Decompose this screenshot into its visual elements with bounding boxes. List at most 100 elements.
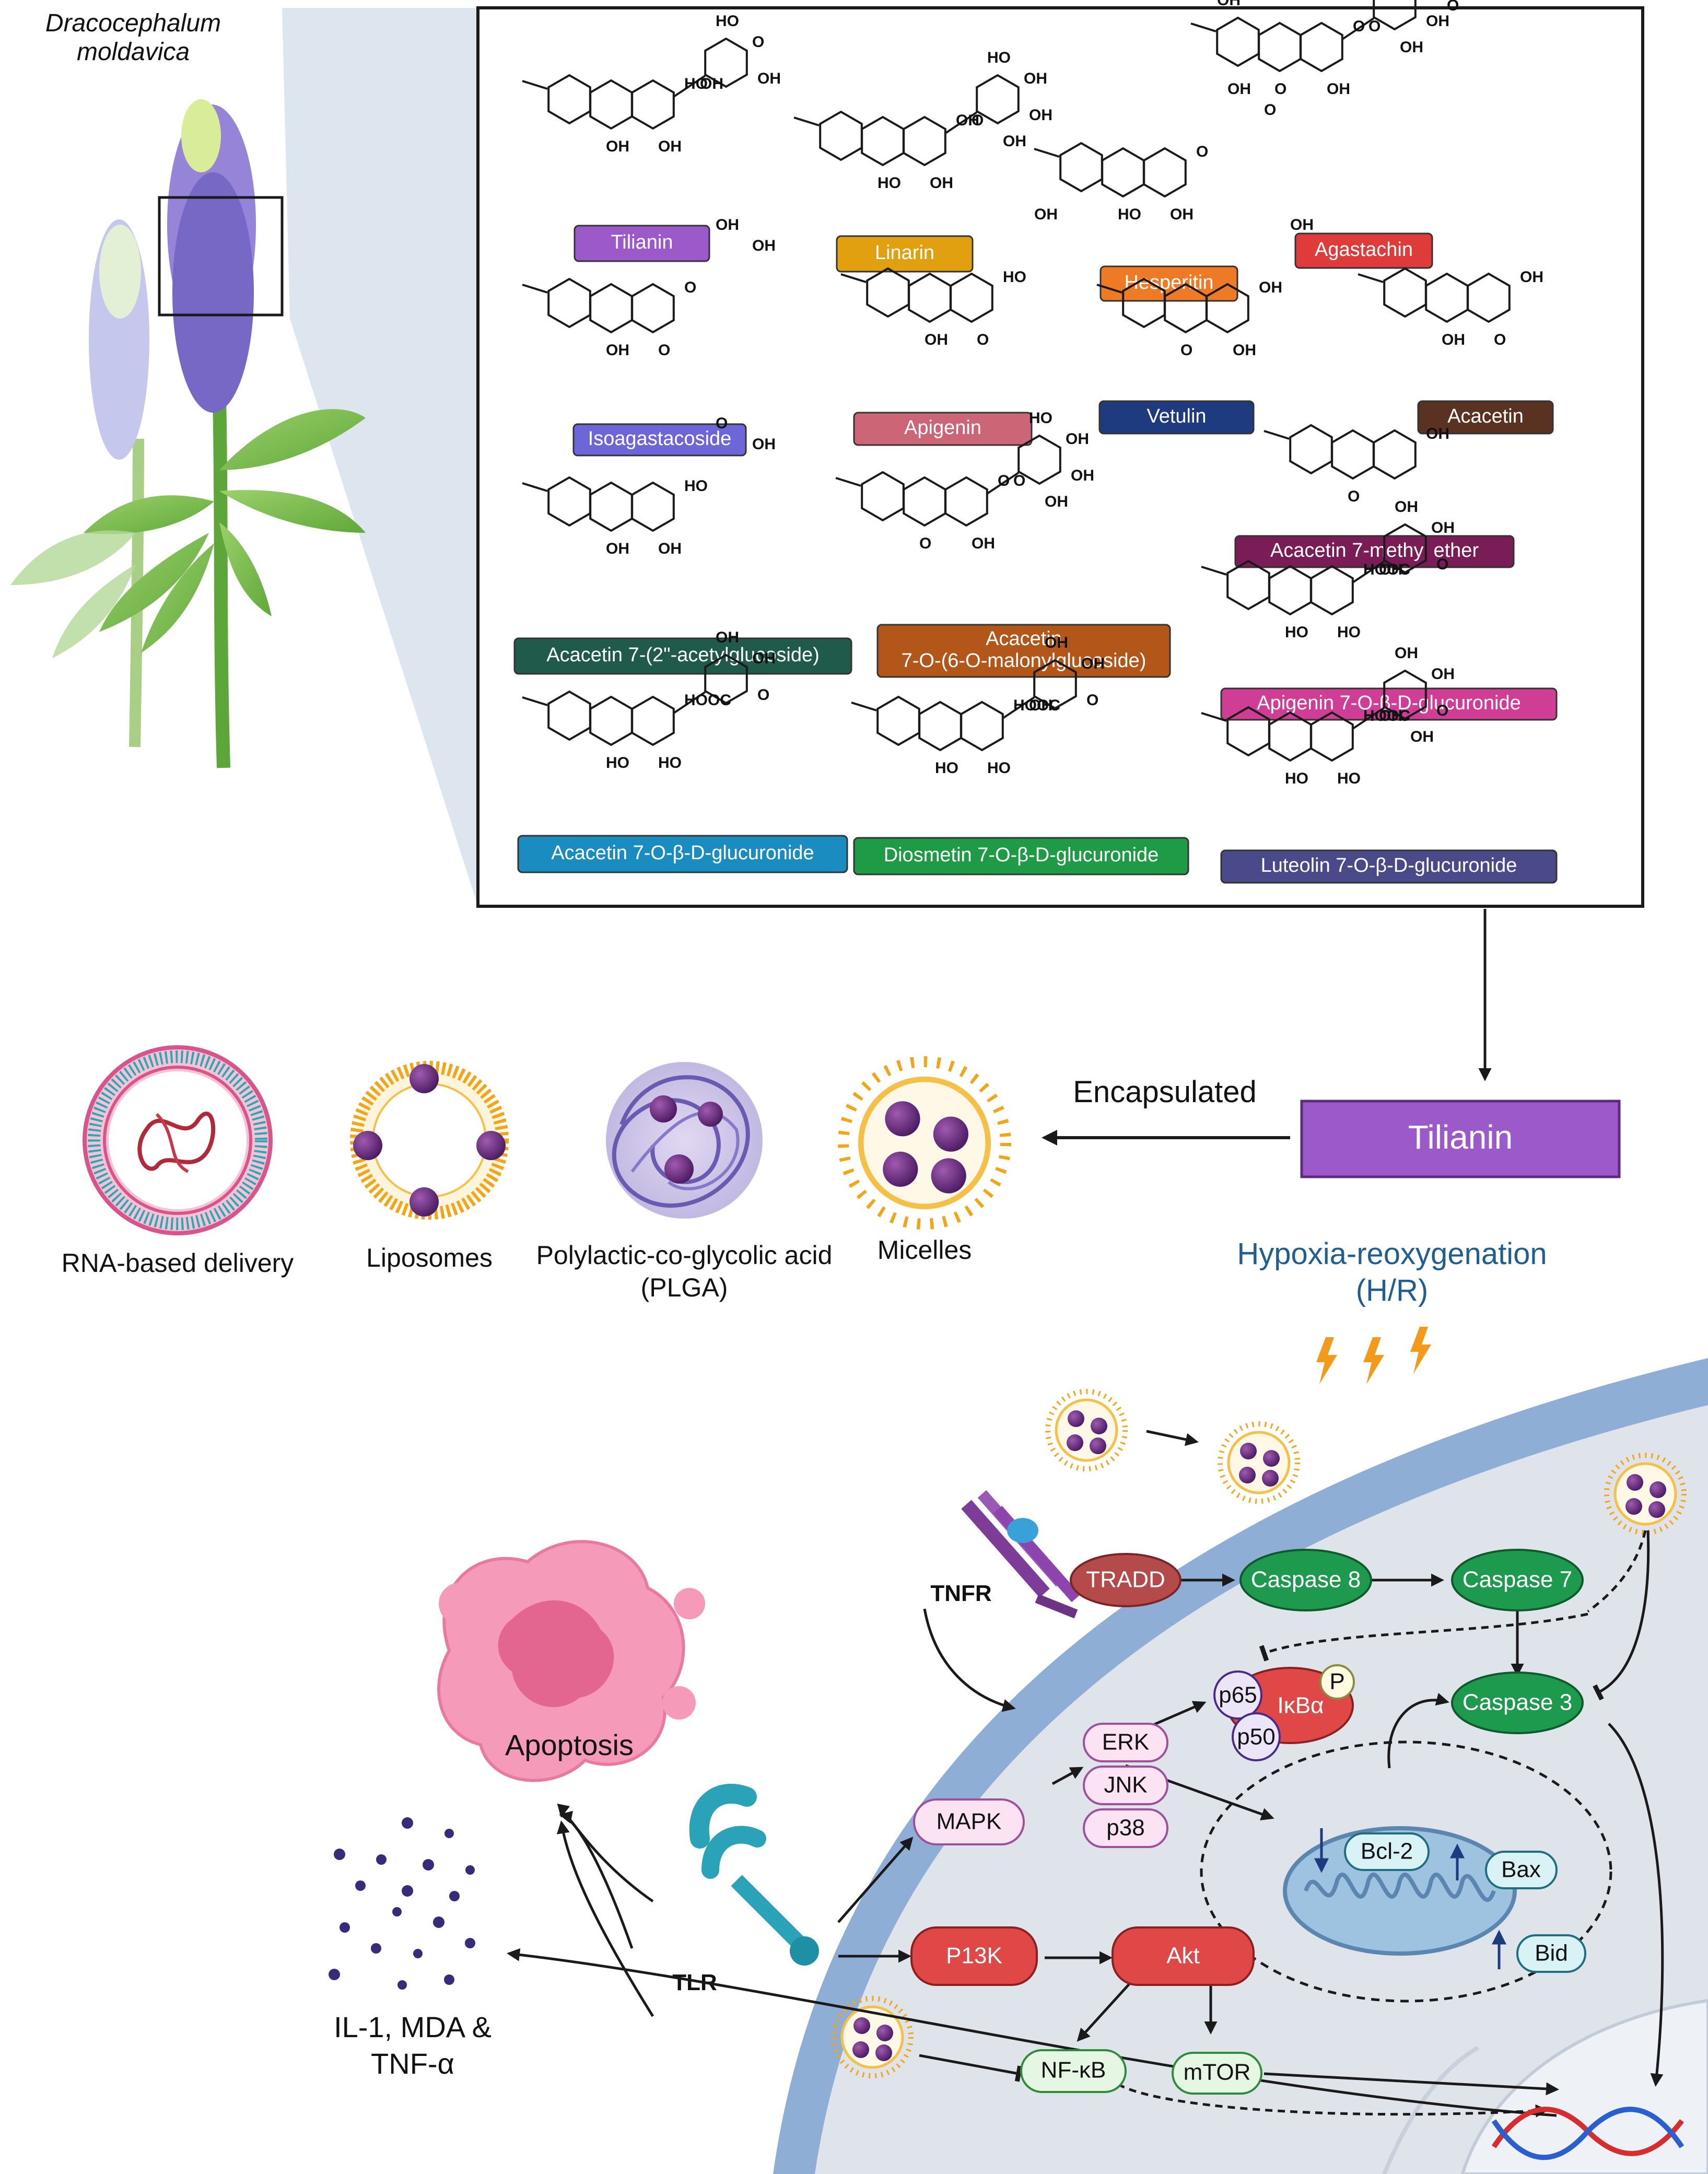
functional-group: HO: [1003, 268, 1026, 286]
functional-group: HO: [1337, 624, 1361, 641]
functional-group: O: [752, 33, 764, 51]
tnfr-label: TNFR: [930, 1581, 991, 1606]
functional-group: OH: [716, 629, 739, 646]
plant-illustration: [10, 8, 478, 906]
sugar-ring: [976, 74, 1020, 125]
functional-group: O: [1447, 0, 1459, 14]
functional-group: HO: [1118, 206, 1141, 223]
functional-group: OH: [1290, 216, 1314, 233]
compound-label-box: [513, 637, 852, 675]
functional-group: OH: [930, 174, 953, 192]
sugar-ring: [1017, 434, 1061, 485]
compound-name: Acacetin 7-O-β-D-glucuronide: [551, 842, 814, 864]
compound-3: OOOHOOHOHOOHOHOHOOHAgastachin: [1190, 0, 1459, 269]
akt-label: Akt: [1166, 1943, 1200, 1969]
functional-group: OH: [757, 70, 781, 87]
functional-group: HO: [684, 477, 708, 495]
functional-group: O: [1086, 692, 1098, 709]
functional-group: OH: [925, 331, 948, 348]
functional-group: O: [1274, 80, 1286, 98]
sugar-ring: [704, 653, 748, 705]
ikba-label: IκBα: [1277, 1693, 1324, 1719]
functional-group: OH: [700, 75, 723, 92]
compound-label-box: [853, 412, 1033, 446]
sugar-ring: [1373, 0, 1417, 31]
ring-2: [631, 695, 675, 746]
compound-name: Acacetin 7-(2"-acetylglucoside): [546, 644, 820, 666]
p65-node: [1213, 1670, 1262, 1720]
functional-group: HO: [1285, 624, 1308, 641]
ring-2: [1310, 565, 1354, 616]
functional-group: OH: [1379, 561, 1402, 578]
compound-label-box: [1294, 232, 1433, 269]
mtor-node: [1172, 2052, 1262, 2095]
ring-2: [631, 481, 675, 532]
compound-label-box: [574, 225, 710, 262]
ring-2: [631, 79, 675, 130]
mapk-label: MAPK: [937, 1809, 1002, 1834]
compound-label-box: [836, 235, 974, 273]
functional-group: OH: [972, 535, 995, 552]
functional-group: O: [1436, 702, 1448, 719]
plga-label-line2: (PLGA): [641, 1273, 728, 1302]
nfkb-label: NF-κB: [1041, 2058, 1106, 2083]
tnfr-receptor-icon: [961, 1490, 1081, 1619]
functional-group: OH: [1217, 0, 1241, 9]
functional-group: OH: [1379, 707, 1402, 724]
erk-label: ERK: [1102, 1729, 1149, 1755]
liposomes-label: Liposomes: [366, 1243, 493, 1272]
functional-group: OH: [658, 138, 682, 155]
functional-group: OH: [1259, 279, 1282, 296]
caspase8-node: [1239, 1549, 1372, 1611]
functional-group: OH: [1081, 655, 1105, 672]
compound-name: Tilianin: [611, 231, 673, 253]
functional-group: O: [977, 331, 989, 348]
compound-name: Acacetin: [986, 628, 1062, 650]
compound-label-box: [853, 837, 1189, 875]
cytokines-label-line2: TNF-α: [371, 2047, 454, 2080]
micelle-fusing: [1220, 1424, 1297, 1501]
functional-group: HOOC: [1363, 561, 1410, 578]
functional-group: OH: [1395, 645, 1418, 662]
bid-label: Bid: [1535, 1941, 1568, 1966]
akt-node: [1112, 1926, 1255, 1986]
functional-group: HO: [935, 759, 958, 777]
functional-group: OH: [1227, 80, 1251, 98]
rna-nanoparticle-icon: [83, 1045, 273, 1235]
tilianin-box: [1300, 1100, 1621, 1178]
functional-group: HO: [658, 754, 682, 772]
caspase3-node: [1451, 1672, 1584, 1734]
functional-group: O: [998, 472, 1010, 489]
functional-group: OH: [658, 540, 682, 557]
caspase3-label: Caspase 3: [1463, 1690, 1572, 1715]
bax-label: Bax: [1501, 1857, 1541, 1883]
mtor-label: mTOR: [1184, 2060, 1251, 2085]
compound-label-box: [1220, 849, 1558, 884]
raceme-callout: [158, 196, 284, 317]
dna-icon: [1491, 2107, 1684, 2160]
compound-name: Luteolin 7-O-β-D-glucuronide: [1261, 855, 1517, 876]
functional-group: O: [658, 342, 670, 359]
compound-name: Agastachin: [1315, 239, 1413, 261]
compound-name: 7-O-(6-O-malonylglucoside): [902, 650, 1147, 672]
nfkb-node: [1020, 2049, 1127, 2093]
functional-group: OH: [1426, 425, 1449, 442]
functional-group: OH: [1431, 665, 1455, 683]
apoptosis-arrow: [556, 1820, 654, 2017]
functional-group: OH: [1395, 498, 1418, 516]
functional-group: OH: [1431, 519, 1455, 536]
compound-name: Isoagastacoside: [588, 428, 732, 450]
zoom-wedge: [282, 8, 478, 906]
plga-label-line1: Polylactic-co-glycolic acid: [536, 1241, 833, 1270]
p50-label: p50: [1237, 1724, 1275, 1750]
caspase8-label: Caspase 8: [1251, 1567, 1361, 1593]
bcl2-label: Bcl-2: [1361, 1839, 1413, 1864]
